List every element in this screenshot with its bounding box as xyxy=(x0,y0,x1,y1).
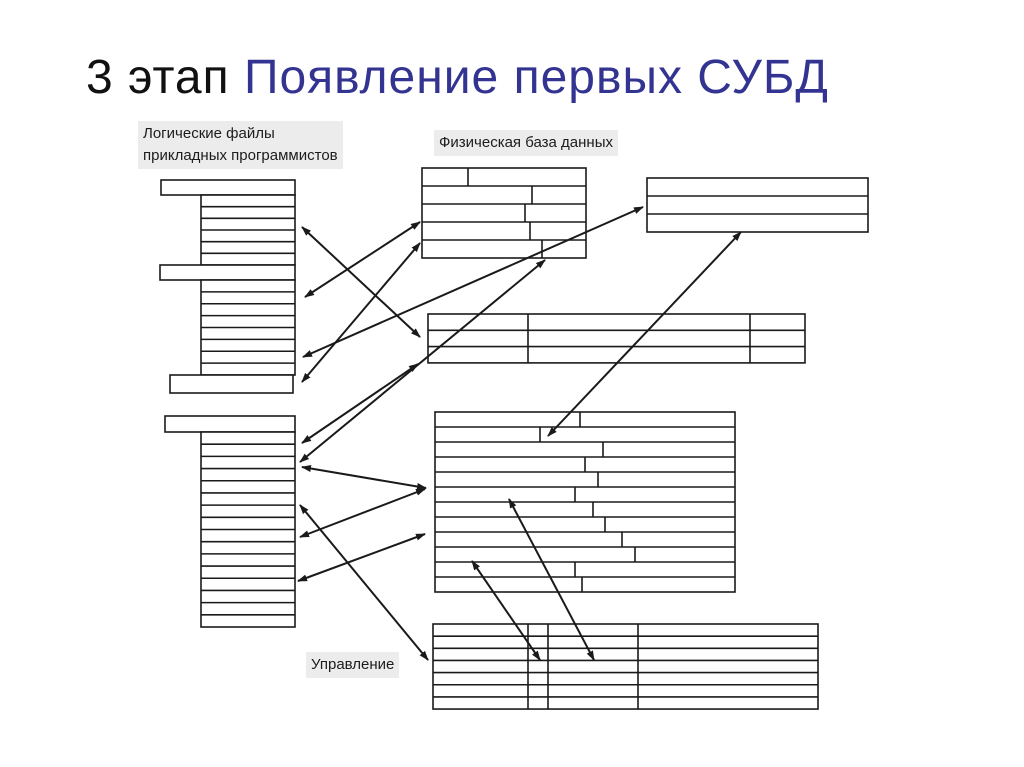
label-physical-db: Физическая база данных xyxy=(434,130,618,156)
logical-file-tab xyxy=(160,179,296,196)
label-logical-files-line1: Логические файлы xyxy=(143,125,275,142)
page-title: 3 этап Появление первых СУБД xyxy=(86,50,829,105)
relation-arrow xyxy=(297,533,426,582)
title-subject: Появление первых СУБД xyxy=(243,51,829,104)
title-stage: 3 этап xyxy=(86,51,244,104)
logical-file-tab xyxy=(164,415,296,433)
relation-arrow xyxy=(508,498,595,661)
physical-table-bottom xyxy=(432,623,819,710)
relation-arrow xyxy=(301,363,419,444)
label-control: Управление xyxy=(306,652,400,678)
logical-file-rows xyxy=(200,431,296,628)
physical-table-right xyxy=(646,177,869,233)
relation-arrow xyxy=(299,504,429,661)
label-logical-files-line2: прикладных программистов xyxy=(143,146,338,164)
logical-file-tab xyxy=(159,264,296,281)
relation-arrow xyxy=(301,465,427,490)
label-logical-files: Логические файлы прикладных программисто… xyxy=(138,121,343,169)
relation-arrow xyxy=(301,226,421,338)
relation-arrow xyxy=(299,259,546,463)
relation-arrow xyxy=(304,221,421,298)
logical-file-tab xyxy=(169,374,294,394)
physical-table-top xyxy=(421,167,587,259)
relation-arrow xyxy=(547,231,742,437)
physical-table-band xyxy=(427,313,806,364)
physical-table-big xyxy=(434,411,736,593)
logical-file-rows xyxy=(200,194,296,266)
logical-file-rows xyxy=(200,279,296,376)
relation-arrow xyxy=(299,488,426,538)
relation-arrow xyxy=(471,560,541,661)
